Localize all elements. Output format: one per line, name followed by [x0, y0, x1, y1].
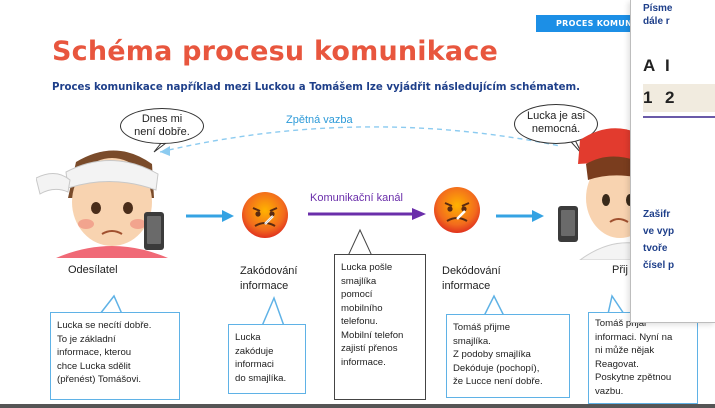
overlay-header-line2: dále r [643, 16, 670, 27]
overlay-letter-a: A [643, 56, 656, 75]
box-encoding-line2: zakóduje [235, 345, 274, 357]
box-encoding: Lucka zakóduje informaci do smajlíka. [228, 324, 306, 394]
box-sender-line2: To je základní [57, 333, 116, 345]
box-receiver-line2: informaci. Nyní na [595, 331, 673, 343]
overlay-footer-line1: Zašifr [643, 209, 671, 220]
sick-smiley-decoding-icon [434, 187, 480, 233]
box-encoding-line1: Lucka [235, 332, 261, 343]
box-sender-line5: (přenést) Tomášovi. [57, 374, 142, 385]
box-receiver-line3: ni může nějak [595, 345, 655, 356]
overlay-number-2: 2 [665, 88, 675, 107]
box-channel-line2: smajlíka [341, 275, 377, 287]
overlay-header: Písme dále r [643, 2, 672, 28]
box-receiver-line4: Reagovat. [595, 358, 639, 370]
overlay-footer-line3: tvoře [643, 243, 668, 254]
caption-receiver: Přij [612, 264, 628, 276]
overlay-footer: Zašifr ve vyp tvoře čísel p [643, 206, 674, 274]
box-channel-line8: informace. [341, 356, 386, 368]
slide-subtitle: Proces komunikace například mezi Luckou … [52, 82, 581, 93]
box-receiver-line6: vazbu. [595, 385, 624, 397]
speech-bubble-right: Lucka je asi nemocná. [514, 104, 598, 144]
box-channel-line3: pomocí [341, 289, 373, 300]
box-decoding-line5: že Lucce není dobře. [453, 376, 543, 387]
box-channel-line6: Mobilní telefon [341, 329, 404, 341]
box-decoding: Tomáš přijme smajlíka. Z podoby smajlíka… [446, 314, 570, 398]
bubble-left-line2: není dobře. [134, 126, 190, 138]
overlay-letter-b: I [665, 56, 670, 75]
box-sender-line1: Lucka se necítí dobře. [57, 320, 152, 331]
arrow-channel [308, 208, 426, 220]
overlay-divider [643, 116, 715, 118]
caption-decoding-line2: informace [442, 280, 491, 292]
overlay-footer-line2: ve vyp [643, 226, 675, 237]
channel-label: Komunikační kanál [310, 192, 403, 204]
slide-title: Schéma procesu komunikace [52, 36, 499, 67]
bubble-right-line2: nemocná. [531, 123, 581, 135]
speech-bubble-left: Dnes mi není dobře. [120, 108, 204, 144]
caption-encoding-line1: Zakódování [240, 265, 298, 277]
box-decoding-line3: Z podoby smajlíka [453, 349, 531, 360]
box-sender-line4: chce Lucka sdělit [57, 360, 131, 372]
bubble-left-line1: Dnes mi [141, 113, 183, 125]
feedback-label: Zpětná vazba [286, 114, 353, 126]
overlay-number-1: 1 [643, 88, 653, 107]
box-channel-line1: Lucka pošle [341, 262, 393, 273]
box-encoding-line3: informaci [235, 359, 274, 370]
box-channel-line4: mobilního [341, 302, 383, 314]
box-receiver: Tomáš přijal informaci. Nyní na ni může … [588, 312, 698, 404]
arrow-sender-to-encoding [186, 210, 234, 222]
bottom-edge [0, 404, 715, 408]
bubble-right-line1: Lucka je asi [526, 110, 586, 122]
sick-smiley-encoding-icon [242, 192, 288, 238]
box-encoding-line4: do smajlíka. [235, 372, 287, 384]
overlay-window[interactable]: Písme dále r A I 1 2 Zašifr ve vyp tvoře… [630, 0, 715, 323]
caption-sender: Odesílatel [68, 264, 118, 276]
box-decoding-line1: Tomáš přijme [453, 322, 511, 333]
caption-decoding-line1: Dekódování [442, 265, 501, 277]
box-sender: Lucka se necítí dobře. To je základní in… [50, 312, 180, 400]
caption-encoding: Zakódování informace [240, 264, 297, 294]
arrow-decoding-to-receiver [496, 210, 544, 222]
overlay-header-line1: Písme [643, 3, 673, 14]
overlay-footer-line4: čísel p [643, 260, 675, 271]
sender-girl-illustration [36, 150, 168, 258]
caption-decoding: Dekódování informace [442, 264, 501, 294]
box-receiver-line5: Poskytne zpětnou [595, 372, 672, 383]
box-decoding-line4: Dekóduje (pochopí), [453, 362, 540, 374]
receiver-boy-illustration [558, 128, 640, 260]
feedback-arrowhead [160, 146, 170, 156]
box-decoding-line2: smajlíka. [453, 335, 491, 347]
box-channel-line7: zajistí přenos [341, 343, 398, 354]
caption-encoding-line2: informace [240, 280, 289, 292]
overlay-number-row-bg [643, 84, 715, 112]
box-sender-line3: informace, kterou [57, 347, 132, 358]
box-receiver-line1: Tomáš přijal [595, 318, 647, 329]
box-channel: Lucka pošle smajlíka pomocí mobilního te… [334, 254, 426, 400]
box-channel-line5: telefonu. [341, 316, 378, 327]
